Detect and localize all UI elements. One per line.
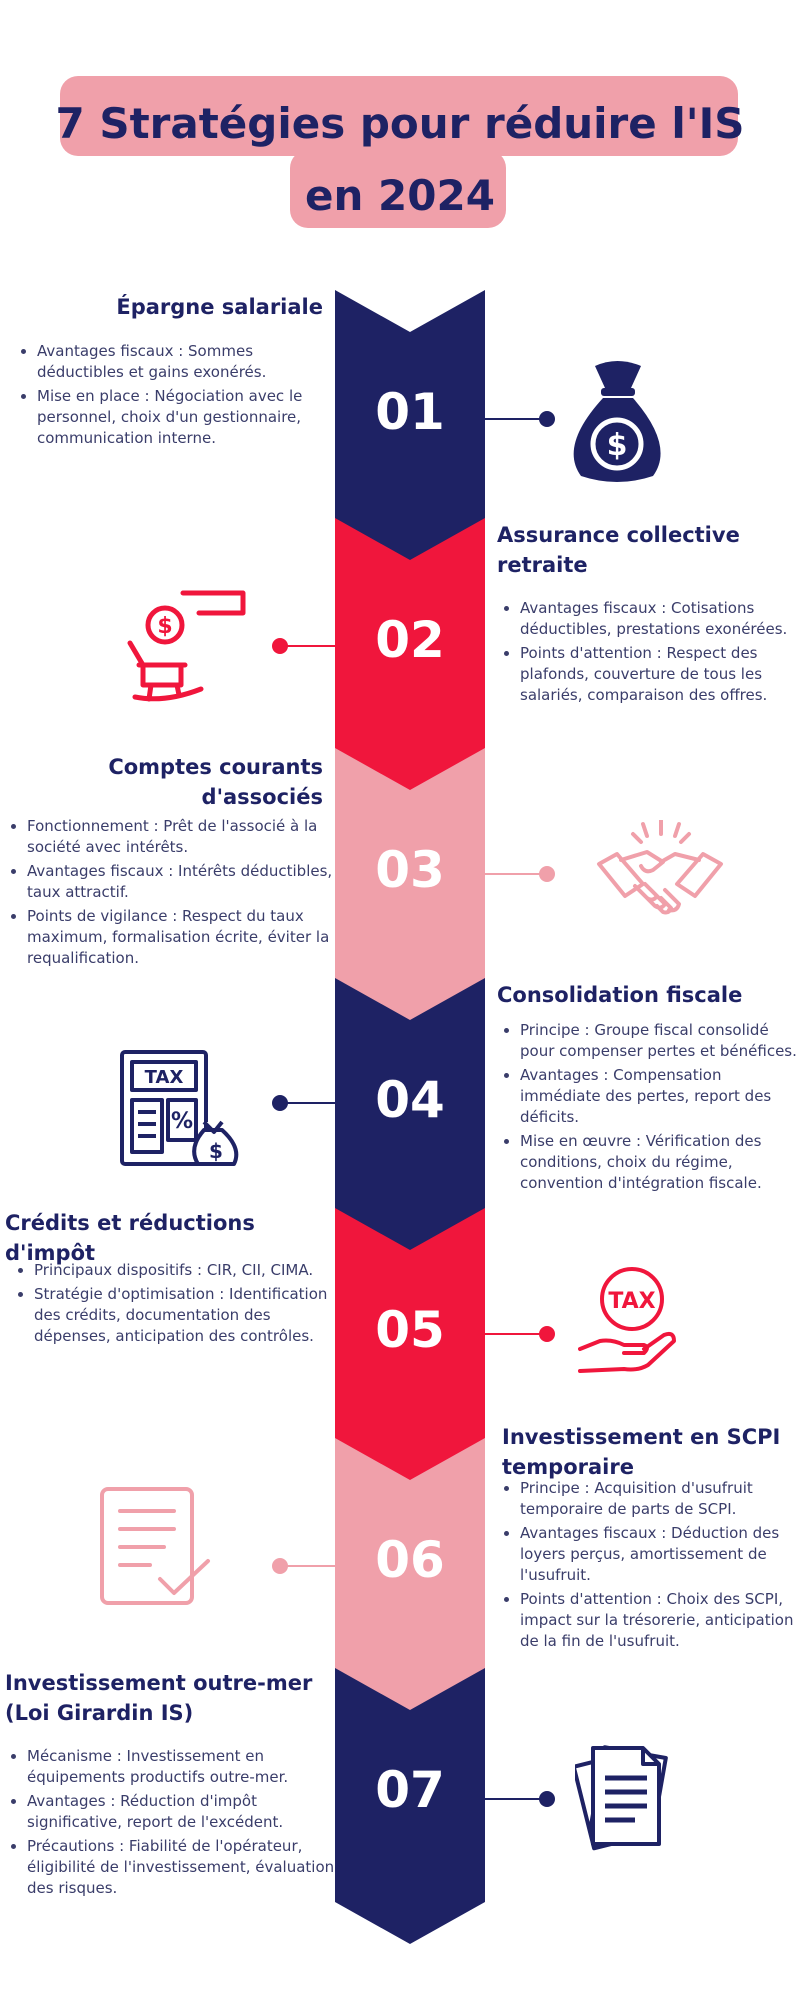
bullet: Avantages : Réduction d'impôt significat… <box>27 1791 335 1833</box>
bullet: Avantages fiscaux : Déduction des loyers… <box>520 1523 798 1586</box>
connector-dot <box>539 1326 555 1342</box>
svg-text:$: $ <box>209 1139 223 1163</box>
strategy-05-bullets: Principaux dispositifs : CIR, CII, CIMA.… <box>12 1252 337 1350</box>
connector-dot <box>272 1095 288 1111</box>
connector-dot <box>539 866 555 882</box>
strategy-06-bullets: Principe : Acquisition d'usufruit tempor… <box>498 1470 798 1655</box>
chevron-03: 03 <box>335 748 485 1024</box>
title-banner: 7 Stratégies pour réduire l'IS en 2024 <box>0 70 800 230</box>
bullet: Avantages fiscaux : Intérêts déductibles… <box>27 861 333 903</box>
strategy-06-heading: Investissement en SCPI temporaire <box>502 1425 781 1479</box>
connector-line <box>278 645 335 647</box>
svg-text:%: % <box>171 1109 193 1134</box>
strategy-01-heading: Épargne salariale <box>116 295 323 319</box>
step-number: 02 <box>375 611 445 669</box>
bullet: Stratégie d'optimisation : Identificatio… <box>34 1284 337 1347</box>
strategy-03-bullets: Fonctionnement : Prêt de l'associé à la … <box>5 808 333 972</box>
connector-dot <box>539 411 555 427</box>
tax-hand-icon: TAX <box>578 1265 678 1389</box>
strategy-05-heading: Crédits et réductions d'impôt <box>5 1211 255 1265</box>
title-line-2: en 2024 <box>305 171 495 220</box>
step-number: 04 <box>375 1071 445 1129</box>
title-background <box>60 76 738 156</box>
svg-text:TAX: TAX <box>145 1067 184 1088</box>
bullet: Précautions : Fiabilité de l'opérateur, … <box>27 1836 335 1899</box>
svg-text:$: $ <box>607 428 628 463</box>
title-line-1: 7 Stratégies pour réduire l'IS <box>55 99 745 148</box>
step-number: 07 <box>375 1761 445 1819</box>
bullet: Points de vigilance : Respect du taux ma… <box>27 906 333 969</box>
chevron-05: 05 <box>335 1208 485 1484</box>
chevron-02: 02 <box>335 518 485 794</box>
connector-line <box>485 873 545 875</box>
connector-line <box>485 1798 545 1800</box>
step-number: 03 <box>375 841 445 899</box>
step-number: 01 <box>375 383 445 441</box>
bullet: Fonctionnement : Prêt de l'associé à la … <box>27 816 333 858</box>
strategy-02-bullets: Avantages fiscaux : Cotisations déductib… <box>498 590 798 709</box>
bullet: Mise en œuvre : Vérification des conditi… <box>520 1131 798 1194</box>
bullet: Avantages fiscaux : Sommes déductibles e… <box>37 341 330 383</box>
svg-text:$: $ <box>157 614 172 639</box>
bullet: Avantages : Compensation immédiate des p… <box>520 1065 798 1128</box>
bullet: Principe : Acquisition d'usufruit tempor… <box>520 1478 798 1520</box>
chevron-06: 06 <box>335 1438 485 1714</box>
svg-text:TAX: TAX <box>608 1289 655 1314</box>
strategy-04-heading: Consolidation fiscale <box>497 983 743 1007</box>
chevron-04: 04 <box>335 978 485 1254</box>
money-bag-icon: $ <box>565 358 670 490</box>
connector-line <box>485 418 545 420</box>
bullet: Points d'attention : Respect des plafond… <box>520 643 798 706</box>
strategy-04-bullets: Principe : Groupe fiscal consolidé pour … <box>498 1012 798 1197</box>
connector-line <box>278 1565 335 1567</box>
strategy-03-heading: Comptes courants d'associés <box>108 755 323 809</box>
page-title: 7 Stratégies pour réduire l'IS en 2024 <box>0 88 800 232</box>
tax-calculator-icon: TAX % $ <box>118 1048 243 1174</box>
bullet: Avantages fiscaux : Cotisations déductib… <box>520 598 798 640</box>
strategy-02-heading: Assurance collective retraite <box>497 523 740 577</box>
connector-line <box>485 1333 545 1335</box>
connector-dot <box>272 1558 288 1574</box>
chevron-07: 07 <box>335 1668 485 1944</box>
step-number: 05 <box>375 1301 445 1359</box>
bullet: Mise en place : Négociation avec le pers… <box>37 386 330 449</box>
bullet: Principaux dispositifs : CIR, CII, CIMA. <box>34 1260 337 1281</box>
chevron-01: 01 <box>335 290 485 566</box>
bullet: Points d'attention : Choix des SCPI, imp… <box>520 1589 798 1652</box>
handshake-icon <box>595 818 725 924</box>
strategy-07-heading: Investissement outre-mer (Loi Girardin I… <box>5 1671 313 1725</box>
step-number: 06 <box>375 1531 445 1589</box>
connector-dot <box>539 1791 555 1807</box>
documents-stack-icon <box>571 1740 675 1859</box>
rocking-chair-coin-icon: $ <box>125 585 250 709</box>
strategy-01-bullets: Avantages fiscaux : Sommes déductibles e… <box>15 333 330 452</box>
connector-line <box>278 1102 335 1104</box>
bullet: Principe : Groupe fiscal consolidé pour … <box>520 1020 798 1062</box>
bullet: Mécanisme : Investissement en équipement… <box>27 1746 335 1788</box>
strategy-07-bullets: Mécanisme : Investissement en équipement… <box>5 1738 335 1902</box>
connector-dot <box>272 638 288 654</box>
document-check-icon <box>98 1485 213 1614</box>
title-background-tab <box>290 150 506 228</box>
